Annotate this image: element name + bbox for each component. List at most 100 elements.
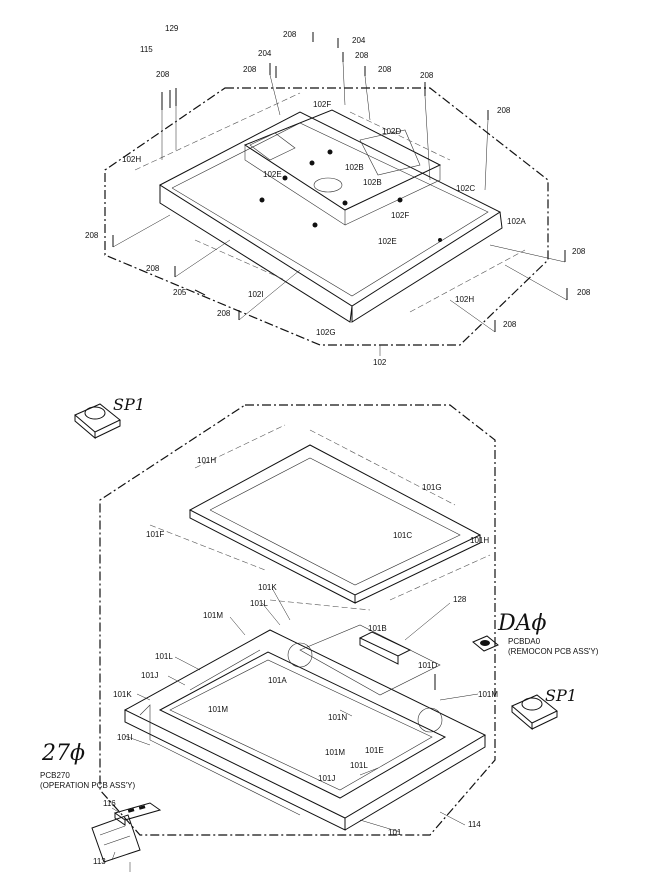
speaker-handwritten-label: SP1: [545, 686, 577, 705]
front-cabinet-group-outline: [99, 404, 496, 836]
callout-102E: 102E: [378, 237, 397, 246]
operation-pcb-desc: (OPERATION PCB ASS'Y): [40, 781, 136, 790]
callout-101A: 101A: [268, 676, 287, 685]
callout-208: 208: [283, 30, 297, 39]
callout-101K: 101K: [113, 690, 132, 699]
screw-hole-2: [309, 160, 315, 166]
screw-hole-8: [438, 238, 442, 242]
operation-pcb-code: PCB270: [40, 771, 70, 780]
callout-204: 204: [352, 36, 366, 45]
center-boss-edge: [244, 145, 346, 226]
callout-102: 102: [373, 358, 387, 367]
callout-102B: 102B: [345, 163, 364, 172]
callout-101L: 101L: [155, 652, 173, 661]
callout-102I: 102I: [248, 290, 264, 299]
callout-101L: 101L: [350, 761, 368, 770]
callout-101M: 101M: [208, 705, 228, 714]
screw-hole-5: [259, 197, 265, 203]
lower-leader-lines: [124, 587, 479, 833]
screw-205-icon: [194, 289, 206, 296]
speaker-grille-left: [287, 642, 313, 668]
callout-101: 101: [388, 828, 402, 837]
lcd-panel-edge: [189, 510, 356, 604]
bracket-102H-bottom: [409, 249, 526, 313]
callout-208: 208: [355, 51, 369, 60]
screw-hole-4: [342, 200, 348, 206]
callout-101D: 101D: [418, 661, 437, 670]
back-cover-vent-oval: [313, 177, 343, 193]
bracket-102I: [194, 239, 286, 281]
bezel-lower-rib: [139, 704, 301, 816]
callout-128: 128: [453, 595, 467, 604]
speaker-cone: [84, 406, 106, 420]
upper-leader-lines: [112, 61, 568, 333]
callout-102A: 102A: [507, 217, 526, 226]
front-bezel-depth: [124, 710, 346, 831]
screw-hole-3: [327, 149, 333, 155]
front-cabinet-assembly-group: 101H 101G 101F 101C 101H 101K 101L 128 1…: [99, 404, 498, 837]
callout-102E: 102E: [263, 170, 282, 179]
bracket-101H-bottom: [389, 554, 491, 601]
back-cover-inner-rim: [171, 122, 489, 297]
bezel-top-rib: [189, 649, 261, 691]
callout-208: 208: [156, 70, 170, 79]
back-cover-right-edge: [351, 211, 503, 323]
callout-101G: 101G: [422, 483, 442, 492]
back-cover-assembly-group: 129 115 208 204 208 204 208 208 208 208 …: [85, 24, 591, 367]
callout-101H: 101H: [197, 456, 216, 465]
callout-208: 208: [243, 65, 257, 74]
callout-208: 208: [378, 65, 392, 74]
callout-102D: 102D: [382, 127, 401, 136]
callout-101C: 101C: [393, 531, 412, 540]
callout-208: 208: [420, 71, 434, 80]
front-bezel: [123, 629, 487, 819]
remocon-handwritten-label: DAϕ: [497, 611, 547, 636]
bracket-101H-top: [194, 424, 286, 469]
callout-101B: 101B: [368, 624, 387, 633]
callout-113: 113: [93, 857, 106, 866]
callout-101L: 101L: [250, 599, 268, 608]
callout-208: 208: [217, 309, 231, 318]
lcd-panel: [188, 444, 482, 596]
speaker-right: SP1: [511, 686, 577, 731]
screw-hole-6: [312, 222, 318, 228]
bracket-101F: [149, 524, 266, 571]
bracket-102H-top: [134, 92, 301, 171]
bracket-101G: [309, 429, 456, 506]
callout-102F: 102F: [313, 100, 331, 109]
callout-102H: 102H: [122, 155, 141, 164]
callout-101J: 101J: [318, 774, 335, 783]
screw-set-upper: [112, 32, 568, 332]
back-cover-body: [158, 111, 502, 307]
callout-101I: 101I: [117, 733, 133, 742]
callout-129: 129: [165, 24, 179, 33]
callout-101M: 101M: [325, 748, 345, 757]
remocon-sensor: [480, 640, 490, 646]
bezel-window: [158, 651, 447, 799]
callout-208: 208: [497, 106, 511, 115]
back-cover-front-edge: [159, 185, 353, 323]
callout-102B: 102B: [363, 178, 382, 187]
remocon-pcb-desc: (REMOCON PCB ASS'Y): [508, 647, 599, 656]
screw-hole-1: [282, 175, 288, 181]
callout-208: 208: [572, 247, 586, 256]
callout-101M: 101M: [478, 690, 498, 699]
callout-101M: 101M: [203, 611, 223, 620]
operation-pcb-group: 27ϕ PCB270 (OPERATION PCB ASS'Y) 116 113: [40, 741, 162, 872]
terminal-bracket: [359, 129, 421, 176]
center-boss-right-edge: [344, 165, 441, 226]
control-board-mount: [299, 624, 441, 696]
speaker-grille-right: [417, 707, 443, 733]
handle-recess: [249, 132, 296, 161]
callout-204: 204: [258, 49, 272, 58]
speaker-handwritten-label: SP1: [113, 395, 145, 414]
callout-208: 208: [146, 264, 160, 273]
callout-101J: 101J: [141, 671, 158, 680]
callout-208: 208: [85, 231, 99, 240]
callout-101E: 101E: [365, 746, 384, 755]
remocon-pcb-group: DAϕ PCBDA0 (REMOCON PCB ASS'Y): [472, 611, 599, 656]
callout-116: 116: [103, 799, 116, 808]
callout-102G: 102G: [316, 328, 336, 337]
callout-114: 114: [468, 820, 481, 829]
